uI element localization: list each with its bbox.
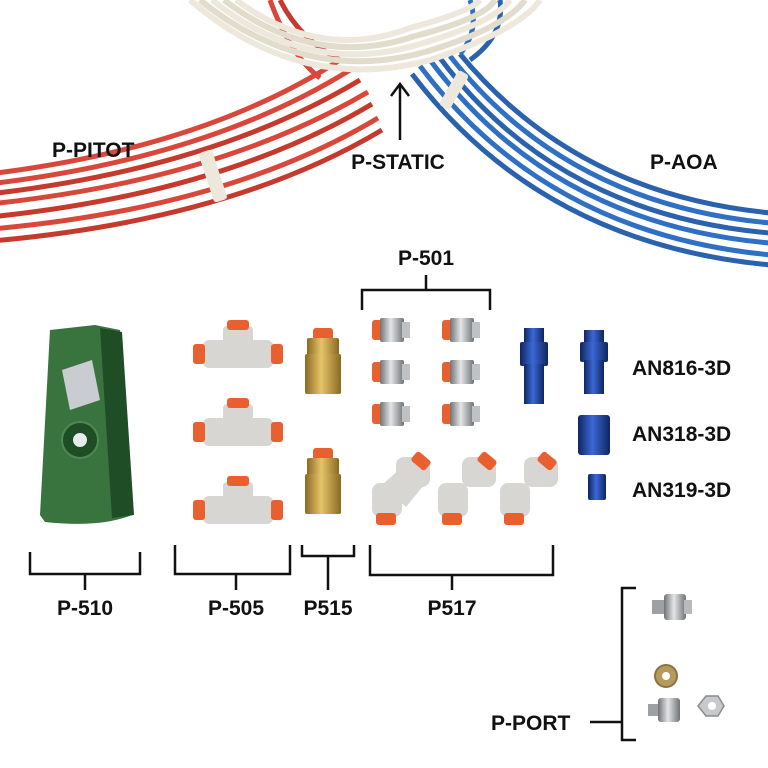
label-p517: P517 xyxy=(427,597,477,620)
label-p-static: P-STATIC xyxy=(351,151,445,174)
bracket-p517 xyxy=(368,545,555,590)
an816-3d-fitting xyxy=(580,330,608,394)
port-screw xyxy=(648,698,680,722)
label-p-510: P-510 xyxy=(56,597,114,620)
brass-connector xyxy=(305,448,341,514)
an319-3d-fitting xyxy=(588,474,606,500)
brass-connector xyxy=(305,328,341,394)
bracket-p-port xyxy=(590,586,636,742)
brass-connectors xyxy=(305,328,341,514)
straight-connector xyxy=(372,360,410,384)
label-p-aoa: P-AOA xyxy=(650,151,718,174)
label-an318-3d: AN318-3D xyxy=(632,423,732,446)
tee-fittings xyxy=(193,320,283,524)
label-an319-3d: AN319-3D xyxy=(632,479,732,502)
elbow-fitting xyxy=(372,451,431,525)
tube-tie-blue xyxy=(439,70,469,110)
an318-3d-fitting xyxy=(578,415,610,455)
elbow-fitting xyxy=(438,451,497,525)
straight-connector xyxy=(442,360,480,384)
straight-connectors xyxy=(372,318,480,426)
tube-cutter xyxy=(40,325,134,524)
port-hardware xyxy=(648,594,725,722)
label-p-505: P-505 xyxy=(207,597,265,620)
elbow-fittings xyxy=(372,451,558,525)
tee-fitting xyxy=(193,320,283,368)
static-arrow xyxy=(390,81,410,140)
label-p515: P515 xyxy=(303,597,353,620)
an-fitting-long xyxy=(520,328,548,404)
label-p-port: P-PORT xyxy=(491,712,571,735)
tee-fitting xyxy=(193,476,283,524)
straight-connector xyxy=(372,402,410,426)
bracket-p-510 xyxy=(28,552,142,590)
label-p-501: P-501 xyxy=(397,247,455,270)
port-bolt xyxy=(652,594,692,620)
straight-connector xyxy=(442,318,480,342)
straight-connector xyxy=(442,402,480,426)
label-p-pitot: P-PITOT xyxy=(52,139,135,162)
tube-tie-red xyxy=(199,149,227,203)
tee-fitting xyxy=(193,398,283,446)
tube-coil-white xyxy=(188,0,543,73)
an-fittings xyxy=(520,328,610,500)
bracket-p-501 xyxy=(360,275,492,310)
elbow-fitting xyxy=(500,451,558,525)
bracket-p515 xyxy=(300,545,356,590)
label-an816-3d: AN816-3D xyxy=(632,357,732,380)
tube-coil-red xyxy=(0,0,384,243)
bracket-p-505 xyxy=(173,545,292,590)
straight-connector xyxy=(372,318,410,342)
